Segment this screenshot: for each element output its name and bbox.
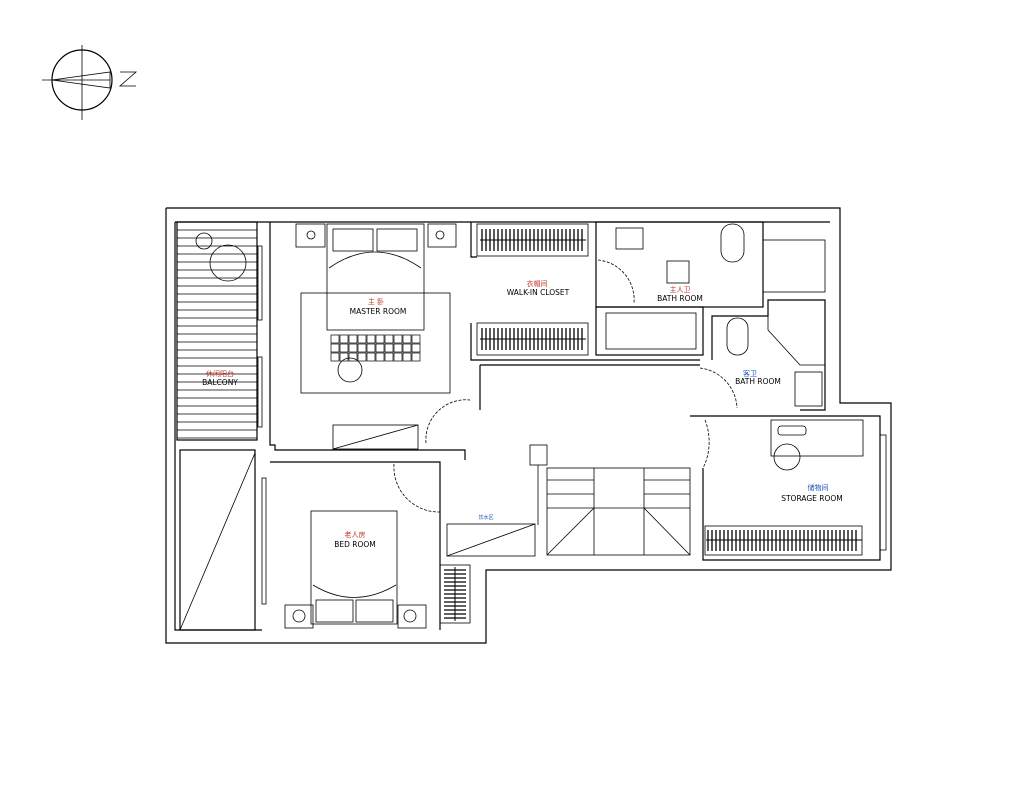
room-label-cn: 主人卫 xyxy=(670,285,691,294)
bench-cushion xyxy=(402,352,412,362)
bathtub-icon xyxy=(605,312,697,350)
bench-cushion xyxy=(375,352,385,362)
room-label-en: BED ROOM xyxy=(334,540,376,549)
room-label-en: WALK-IN CLOSET xyxy=(507,288,570,297)
bench-cushion xyxy=(411,343,421,353)
bench-cushion xyxy=(402,343,412,353)
bench-cushion xyxy=(402,334,412,344)
staircase xyxy=(529,444,691,556)
bench-cushion xyxy=(339,343,349,353)
room-label-en: MASTER ROOM xyxy=(350,307,407,316)
room-label-cn: 客卫 xyxy=(743,369,757,378)
bench-cushion xyxy=(339,352,349,362)
storage-room: 储物间 STORAGE ROOM xyxy=(690,415,887,561)
bench-cushion xyxy=(366,343,376,353)
north-arrow-icon xyxy=(42,45,138,120)
nightstand-icon xyxy=(295,223,326,248)
bench-cushion xyxy=(357,343,367,353)
room-label-en: BALCONY xyxy=(202,378,238,387)
bench-cushion xyxy=(366,334,376,344)
bench-cushion xyxy=(411,334,421,344)
bench-cushion xyxy=(375,334,385,344)
balcony: 休闲阳台 BALCONY xyxy=(176,221,267,631)
bench-cushion xyxy=(348,334,358,344)
bench-cushion xyxy=(339,334,349,344)
nightstand-icon xyxy=(397,604,427,629)
bench-cushion xyxy=(357,352,367,362)
sink-icon xyxy=(615,227,644,250)
bench-cushion xyxy=(348,343,358,353)
bench-cushion xyxy=(348,352,358,362)
room-label-cn: 主 卧 xyxy=(368,297,384,306)
water-area-label: 饮水区 xyxy=(478,514,493,521)
bench-cushion xyxy=(330,352,340,362)
bench-cushion xyxy=(366,352,376,362)
desk-icon xyxy=(770,419,864,457)
bench-cushion xyxy=(393,343,403,353)
water-counter xyxy=(446,523,536,557)
bench-cushion xyxy=(384,334,394,344)
sink-icon xyxy=(794,371,823,407)
room-label-en: BATH ROOM xyxy=(735,377,781,386)
rug xyxy=(300,292,451,394)
room-label-cn: 休闲阳台 xyxy=(206,369,234,378)
bench-cushion xyxy=(393,352,403,362)
bench-cushion xyxy=(411,352,421,362)
room-label-en: STORAGE ROOM xyxy=(781,494,843,503)
master-room: 主 卧 MASTER ROOM xyxy=(269,222,471,460)
bench-cushion xyxy=(357,334,367,344)
bench-cushion xyxy=(384,343,394,353)
exterior-walls xyxy=(165,207,892,644)
bench-cushion xyxy=(330,334,340,344)
bench-cushion xyxy=(330,343,340,353)
room-label-cn: 衣帽间 xyxy=(527,279,548,288)
bed-icon xyxy=(326,223,425,331)
room-label-en: BATH ROOM xyxy=(657,294,703,303)
nightstand-icon xyxy=(284,604,314,629)
room-label-cn: 老人房 xyxy=(345,530,366,539)
guest-bathroom: 客卫 BATH ROOM xyxy=(699,299,826,411)
bench-cushion xyxy=(375,343,385,353)
side-table-icon xyxy=(195,232,213,250)
nightstand-icon xyxy=(427,223,457,248)
bench-cushion xyxy=(384,352,394,362)
toilet-icon xyxy=(720,223,745,263)
bed-room: 老人房 BED ROOM 饮水区 xyxy=(270,461,536,630)
toilet-icon xyxy=(726,317,749,356)
master-bathroom: 主人卫 BATH ROOM xyxy=(595,221,826,356)
room-label-cn: 储物间 xyxy=(808,483,829,492)
lounge-chair-icon xyxy=(209,244,247,282)
bench-cushion xyxy=(393,334,403,344)
walk-in-closet: 衣帽间 WALK-IN CLOSET xyxy=(470,222,862,551)
bed-icon xyxy=(310,510,398,625)
